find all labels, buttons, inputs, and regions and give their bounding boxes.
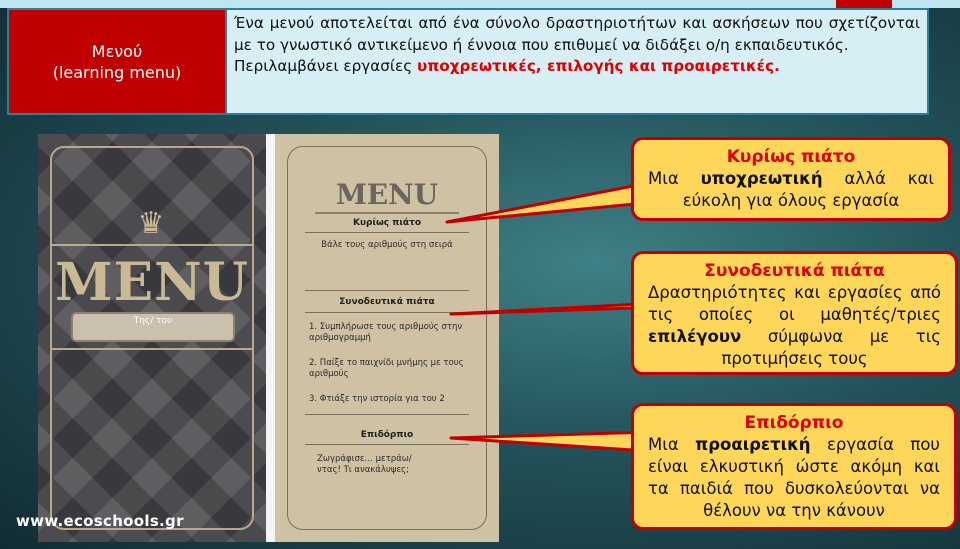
top-accent-bar <box>0 0 960 8</box>
side-dishes-callout-text: Δραστηριότητες και εργασίες από τις οποί… <box>648 282 941 370</box>
side-dishes-heading: Συνοδευτικά πιάτα <box>339 297 435 307</box>
side-dishes-callout-text-post: σύμφωνα με τις προτιμήσεις τους <box>721 327 941 368</box>
side-dish-item: 3. Φτιάξε την ιστορία για του 2 <box>309 394 445 404</box>
definition-types: Περιλαμβάνει εργασίες υποχρεωτικές, επιλ… <box>234 56 920 78</box>
dessert-item: Ζωγράφισε… μετράω/ντας! Τι ανακάλυψες; <box>317 454 412 475</box>
side-dish-item: 1. Συμπλήρωσε τους αριθμούς στην αριθμογ… <box>309 322 463 343</box>
side-dishes-rule <box>305 312 469 313</box>
side-dish-item: 2. Παίξε το παιχνίδι μνήμης με τους αριθ… <box>309 358 464 379</box>
cover-frame <box>50 146 254 530</box>
page-title-rule <box>315 212 459 214</box>
main-course-callout-keyword: υποχρεωτική <box>700 169 823 188</box>
side-dishes-callout-text-pre: Δραστηριότητες και εργασίες από τις οποί… <box>648 283 941 324</box>
cover-ornament-top <box>52 244 252 246</box>
main-course-item: Βάλε τους αριθμούς στη σειρά <box>321 240 453 250</box>
page-menu-title: MENU <box>335 178 439 211</box>
dessert-callout-text: Μια προαιρετική εργασία που είναι ελκυστ… <box>648 434 940 522</box>
definition-term: Μενού <box>91 41 143 61</box>
website-watermark: www.ecoschools.gr <box>16 512 184 530</box>
definition-term-english: (learning menu) <box>52 62 182 82</box>
main-course-callout-text-post: αλλά και εύκολη για όλους εργασία <box>682 169 934 210</box>
main-course-end-rule <box>305 290 469 291</box>
side-dishes-callout-title: Συνοδευτικά πιάτα <box>704 261 885 281</box>
cover-ornament-bottom <box>52 348 252 350</box>
main-course-heading: Κυρίως πιάτο <box>352 218 422 228</box>
cover-menu-title: MENU <box>54 252 250 313</box>
dessert-heading: Επιδόρπιο <box>360 430 414 440</box>
main-course-callout: Κυρίως πιάτο Μια υποχρεωτική αλλά και εύ… <box>631 137 951 221</box>
side-dishes-callout-keyword: επιλέγουν <box>648 327 742 346</box>
main-course-callout-text-pre: Μια <box>648 169 701 188</box>
dessert-rule <box>305 444 469 445</box>
dessert-callout-keyword: προαιρετική <box>695 435 811 454</box>
dessert-callout-text-pre: Μια <box>648 435 696 454</box>
definition-text: Ένα μενού αποτελείται από ένα σύνολο δρα… <box>234 14 920 54</box>
definition-types-lead: Περιλαμβάνει εργασίες <box>234 57 417 75</box>
definition-types-highlight: υποχρεωτικές, επιλογής και προαιρετικές. <box>417 57 780 75</box>
crown-icon: ♛ <box>137 206 165 241</box>
definition-term-cell: Μενού (learning menu) <box>9 10 227 113</box>
side-dishes-end-rule <box>305 414 469 415</box>
side-dishes-callout: Συνοδευτικά πιάτα Δραστηριότητες και εργ… <box>631 251 958 375</box>
menu-page-image: MENU Κυρίως πιάτο Βάλε τους αριθμούς στη… <box>275 134 499 542</box>
main-course-callout-text: Μια υποχρεωτική αλλά και εύκολη για όλου… <box>648 168 934 212</box>
menu-cover-image: ♛ MENU Της/ του <box>38 134 266 542</box>
dessert-callout-title: Επιδόρπιο <box>744 413 844 433</box>
page-frame <box>287 146 487 530</box>
cover-name-field: Της/ του <box>71 312 235 342</box>
definition-table: Μενού (learning menu) Ένα μενού αποτελεί… <box>7 8 929 115</box>
definition-text-cell: Ένα μενού αποτελείται από ένα σύνολο δρα… <box>227 10 927 113</box>
page-divider <box>266 134 275 542</box>
main-course-rule <box>305 232 469 233</box>
dessert-callout-text-post: εργασία που είναι ελκυστική ώστε ακόμη κ… <box>648 435 940 520</box>
dessert-callout: Επιδόρπιο Μια προαιρετική εργασία που εί… <box>631 403 957 530</box>
top-red-tab <box>836 0 892 9</box>
main-course-callout-title: Κυρίως πιάτο <box>726 147 856 167</box>
